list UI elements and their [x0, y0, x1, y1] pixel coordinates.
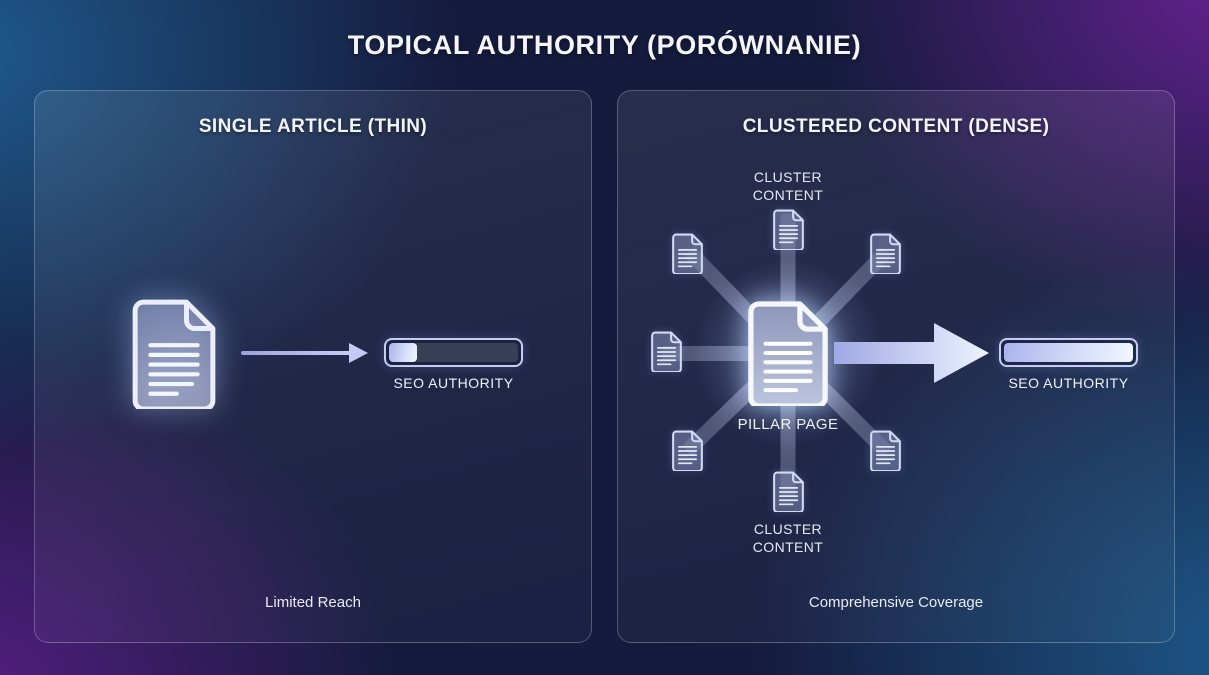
cluster-document-icon — [870, 233, 901, 274]
single-article-panel: SINGLE ARTICLE (THIN) SEO AUTHORITY Limi… — [34, 90, 592, 643]
left-panel-title: SINGLE ARTICLE (THIN) — [198, 116, 428, 137]
cluster-document-icon — [870, 430, 901, 471]
page-title: TOPICAL AUTHORITY (PORÓWNANIE) — [347, 30, 862, 60]
cluster-document-icon — [672, 430, 703, 471]
progress-bar-outline — [999, 338, 1138, 367]
cluster-content-label-top: CLUSTER CONTENT — [752, 169, 824, 203]
pillar-document-icon — [748, 301, 828, 406]
progress-bar-outline — [384, 338, 523, 367]
cluster-document-icon — [773, 209, 804, 250]
cluster-document-icon — [672, 233, 703, 274]
cluster-document-icon — [773, 471, 804, 512]
pillar-page-label: PILLAR PAGE — [737, 416, 839, 433]
progress-bar-track — [1004, 343, 1133, 362]
right-panel-title: CLUSTERED CONTENT (DENSE) — [742, 116, 1050, 137]
left-caption: Limited Reach — [265, 594, 361, 611]
seo-authority-label: SEO AUTHORITY — [1008, 375, 1129, 391]
progress-bar-track — [389, 343, 518, 362]
seo-authority-label: SEO AUTHORITY — [393, 375, 514, 391]
right-caption: Comprehensive Coverage — [808, 594, 984, 611]
right-arrow-icon — [241, 351, 351, 355]
cluster-content-label-bottom: CLUSTER CONTENT — [752, 521, 824, 555]
progress-bar-fill — [1004, 343, 1133, 362]
right-arrow-icon — [834, 323, 989, 383]
clustered-content-panel: CLUSTERED CONTENT (DENSE) — [617, 90, 1175, 643]
progress-bar-fill — [389, 343, 418, 362]
cluster-document-icon — [651, 331, 682, 372]
right-arrow-head-icon — [349, 343, 368, 363]
seo-authority-meter-left: SEO AUTHORITY — [384, 338, 523, 391]
seo-authority-meter-right: SEO AUTHORITY — [999, 338, 1138, 391]
document-icon — [132, 299, 216, 409]
